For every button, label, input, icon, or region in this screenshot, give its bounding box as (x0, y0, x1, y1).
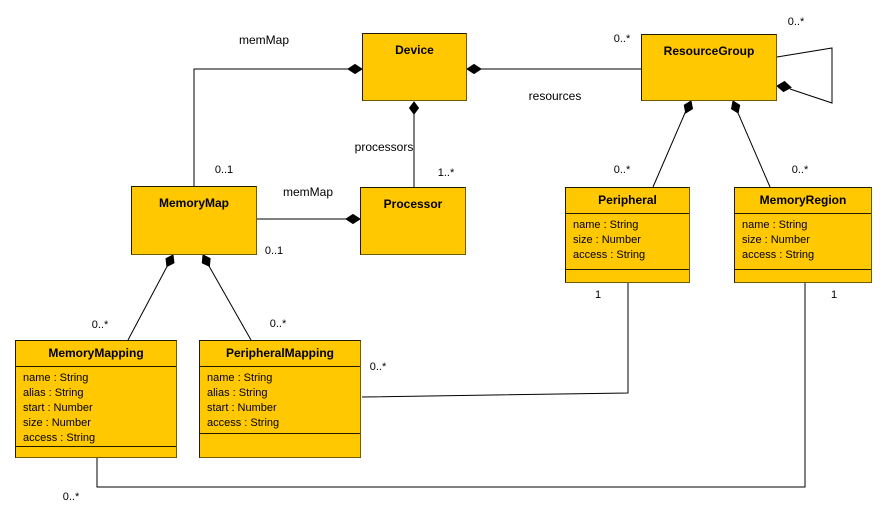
edge-label-memmap-processor: memMap (282, 185, 334, 199)
composition-diamond (466, 63, 482, 75)
multiplicity-processor: 1..* (437, 167, 455, 179)
class-title: PeripheralMapping (225, 346, 335, 360)
composition-diamond (201, 254, 211, 268)
multiplicity-memorymapping: 0..* (91, 319, 109, 331)
edge-peripheral-peripheralmapping-association[interactable] (361, 283, 629, 398)
edge-memorymap-peripheralmapping-composition[interactable] (201, 254, 252, 341)
multiplicity-memoryregion-one: 1 (830, 289, 838, 301)
edge-resourcegroup-memoryregion-composition[interactable] (730, 100, 771, 188)
attribute: name : String (742, 219, 808, 231)
composition-diamond (776, 80, 792, 93)
edge-device-memorymap-composition[interactable] (193, 63, 363, 187)
class-title: Peripheral (598, 193, 657, 207)
class-memorymapping[interactable]: MemoryMapping name : String alias : Stri… (15, 340, 177, 458)
attribute: size : Number (573, 234, 641, 246)
class-peripheralmapping[interactable]: PeripheralMapping name : String alias : … (199, 340, 361, 458)
class-title: ResourceGroup (663, 44, 755, 58)
class-title: MemoryMapping (48, 346, 144, 360)
multiplicity-peripheral: 0..* (613, 164, 631, 176)
multiplicity-resourcegroup: 0..* (613, 33, 631, 45)
class-attributes: name : String alias : String start : Num… (200, 366, 360, 433)
attribute: alias : String (207, 387, 268, 399)
attribute: name : String (207, 372, 273, 384)
attribute: access : String (23, 432, 96, 444)
class-device[interactable]: Device (362, 33, 467, 101)
class-operations (16, 446, 176, 457)
attribute: size : Number (742, 234, 810, 246)
edge-device-resourcegroup-composition[interactable] (466, 63, 641, 75)
class-title: Processor (383, 197, 443, 211)
edge-label-resources: resources (528, 89, 582, 103)
attribute: start : Number (23, 402, 93, 414)
composition-diamond (730, 100, 741, 114)
edge-device-processor-composition[interactable] (408, 101, 420, 187)
class-title: MemoryMap (158, 196, 229, 210)
attribute: name : String (23, 372, 89, 384)
multiplicity-memorymap: 0..1 (214, 164, 234, 176)
class-memoryregion[interactable]: MemoryRegion name : String size : Number… (734, 187, 872, 283)
edge-resourcegroup-self-composition[interactable] (776, 47, 833, 104)
attribute: size : Number (23, 417, 91, 429)
class-title: MemoryRegion (759, 193, 847, 207)
attribute: alias : String (23, 387, 84, 399)
class-title: Device (395, 43, 434, 57)
edge-resourcegroup-peripheral-composition[interactable] (652, 100, 694, 188)
edge-memorymap-memorymapping-composition[interactable] (127, 254, 175, 341)
class-memorymap[interactable]: MemoryMap (131, 186, 257, 255)
composition-diamond (165, 254, 175, 268)
class-resourcegroup[interactable]: ResourceGroup (641, 34, 777, 101)
edge-label-processors: processors (354, 140, 414, 154)
edge-label-memmap-device: memMap (238, 33, 290, 47)
class-operations (566, 269, 689, 282)
attribute: start : Number (207, 402, 277, 414)
attribute: access : String (573, 249, 646, 261)
class-operations (735, 269, 871, 282)
multiplicity-memorymap-2: 0..1 (264, 245, 284, 257)
edge-memoryregion-memorymapping-association[interactable] (96, 283, 806, 488)
multiplicity-memoryregion: 0..* (791, 164, 809, 176)
attribute: access : String (742, 249, 815, 261)
class-attributes: name : String alias : String start : Num… (16, 366, 176, 446)
multiplicity-peripheral-one: 1 (594, 289, 602, 301)
edge-processor-memorymap-composition[interactable] (257, 213, 361, 225)
class-operations (200, 433, 360, 457)
multiplicity-peripheralmapping-many: 0..* (369, 361, 387, 373)
attribute: access : String (207, 417, 280, 429)
class-peripheral[interactable]: Peripheral name : String size : Number a… (565, 187, 690, 283)
composition-diamond (408, 101, 420, 115)
class-attributes: name : String size : Number access : Str… (735, 213, 871, 269)
composition-diamond (345, 213, 361, 225)
composition-diamond (683, 100, 694, 114)
multiplicity-memorymapping-many: 0..* (62, 491, 80, 503)
class-attributes: name : String size : Number access : Str… (566, 213, 689, 269)
class-processor[interactable]: Processor (360, 187, 466, 255)
multiplicity-peripheralmapping: 0..* (269, 318, 287, 330)
multiplicity-resourcegroup-self: 0..* (787, 16, 805, 28)
composition-diamond (347, 63, 363, 75)
attribute: name : String (573, 219, 639, 231)
